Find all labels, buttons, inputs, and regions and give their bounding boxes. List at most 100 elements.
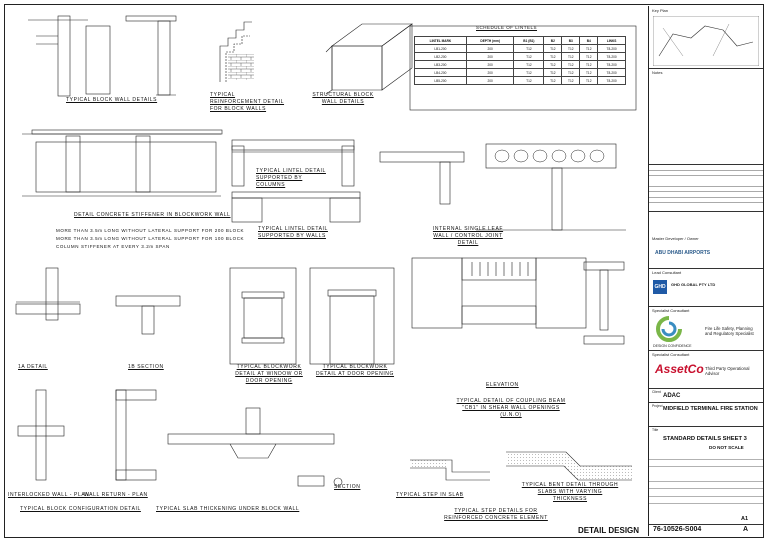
stiffener-note-2: MORE THAN 3.5m LONG WITHOUT LATERAL SUPP… [56,236,245,241]
caption-concrete-stiffener: DETAIL CONCRETE STIFFENER IN BLOCKWORK W… [74,212,231,218]
control-joint-detail [379,143,626,231]
detail-1a [15,267,181,335]
sheet-size: A1 [741,516,749,522]
schedule-header: LINKS [597,36,626,45]
schedule-cell: 200 [465,60,515,69]
schedule-cell: T12 [561,76,581,85]
schedule-header: DEPTH (mm) [465,36,515,45]
schedule-cell: T12 [513,52,545,61]
block-config-plans [17,389,157,481]
lintel-schedule-table: LINTEL MARK DEPTH (mm) B1 (B1) B2 B3 B4 … [414,36,626,85]
schedule-cell: T12 [543,76,563,85]
revision-table [649,164,763,212]
title-block: Key Plan Notes Master Developer / Owner … [648,6,763,536]
schedule-cell: T12 [561,68,581,77]
schedule-cell: T12 [561,44,581,53]
caption-step-in-slab: TYPICAL STEP IN SLAB [396,492,464,498]
caption-section-1b: 1B SECTION [128,364,164,370]
key-plan-label: Key Plan [652,8,669,13]
schedule-cell: T12 [579,60,599,69]
step-slab-details [410,451,632,481]
schedule-header: B2 [543,36,563,45]
schedule-cell: T12 [561,60,581,69]
section-a [297,475,343,487]
lintel-schedule-title: SCHEDULE OF LINTELS [476,25,538,30]
specialist-consultant-label-2: Specialist Consultant [652,352,690,357]
caption-reinforcement: TYPICAL REINFORCEMENT DETAIL FOR BLOCK W… [210,92,285,112]
design-confidence-name: DESIGN CONFIDENCE [653,344,692,348]
lintel-walls-detail [231,191,361,223]
schedule-cell: T8-200 [597,52,626,61]
ghd-name: GHD GLOBAL PTY LTD [671,282,716,287]
client-name: ADAC [663,393,681,399]
notes-label: Notes [652,70,663,75]
caption-block-config: TYPICAL BLOCK CONFIGURATION DETAIL [20,506,141,512]
schedule-cell: T12 [543,52,563,61]
specialist-consultant-label-1: Specialist Consultant [652,308,690,313]
schedule-cell: LB3-200 [414,60,467,69]
schedule-cell: T12 [543,60,563,69]
schedule-cell: T12 [579,76,599,85]
schedule-cell: LB2-200 [414,52,467,61]
coupling-beam-detail [411,257,625,345]
block-wall-detail [28,15,177,97]
caption-bent-detail: TYPICAL BENT DETAIL THROUGH SLABS WITH V… [521,482,619,502]
drawing-number: 76-10526-S004 [653,526,702,533]
schedule-cell: T12 [513,68,545,77]
slab-thickening-detail [167,407,335,459]
assetco-services: Third Party Operational Advisor [705,366,750,376]
revision-letter: A [743,526,749,533]
stiffener-note-3: COLUMN STIFFENER AT EVERY 3.2m SPAN [56,244,170,249]
schedule-cell: T12 [543,44,563,53]
caption-detail-1a: 1A DETAIL [18,364,48,370]
client-logo: ABU DHABI AIRPORTS [655,250,711,256]
schedule-cell: T12 [561,52,581,61]
design-confidence-services: Fire Life Safety, Planning and Regulator… [705,326,754,336]
schedule-cell: T12 [513,76,545,85]
caption-slab-thickening: TYPICAL SLAB THICKENING UNDER BLOCK WALL [156,506,300,512]
schedule-cell: 200 [465,52,515,61]
master-developer-label: Master Developer / Owner [652,236,699,241]
schedule-cell: T8-200 [597,60,626,69]
schedule-cell: T12 [579,52,599,61]
caption-step-details: TYPICAL STEP DETAILS FOR REINFORCED CONC… [444,508,548,521]
drawing-linework [15,15,637,487]
schedule-header: LINTEL MARK [414,36,467,45]
drawing-info-grid [649,452,763,508]
caption-lintel-walls: TYPICAL LINTEL DETAIL SUPPORTED BY WALLS [258,226,328,239]
caption-structural-block-wall: STRUCTURAL BLOCK WALL DETAILS [312,92,374,105]
schedule-header: B3 [561,36,581,45]
caption-blockwork-door: TYPICAL BLOCKWORK DETAIL AT DOOR OPENING [315,364,395,377]
project-name: MIDFIELD TERMINAL FIRE STATION [663,406,758,412]
structural-block-wall [325,23,413,95]
caption-elevation: ELEVATION [486,382,519,388]
caption-wall-return: WALL RETURN - PLAN [84,492,148,498]
schedule-cell: 200 [465,68,515,77]
lead-consultant-label: Lead Consultant [652,270,682,275]
do-not-scale: DO NOT SCALE [709,445,744,450]
schedule-cell: 200 [465,44,515,53]
schedule-header: B4 [579,36,599,45]
caption-section-a: SECTION [334,484,361,490]
schedule-cell: LB5-200 [414,76,467,85]
schedule-cell: 200 [465,76,515,85]
title-label: Title [652,428,659,432]
caption-interlocked-wall: INTERLOCKED WALL - PLAN [8,492,90,498]
schedule-cell: T12 [579,68,599,77]
schedule-header: B1 (B1) [513,36,545,45]
schedule-cell: T12 [543,68,563,77]
blockwork-door-detail [309,267,395,365]
sheet-label: DETAIL DESIGN [578,526,640,535]
design-confidence-logo-icon [656,316,682,342]
schedule-cell: T8-200 [597,44,626,53]
schedule-cell: LB4-200 [414,68,467,77]
key-plan-map [653,16,759,66]
concrete-stiffener-detail [22,129,223,197]
schedule-cell: T8-200 [597,68,626,77]
